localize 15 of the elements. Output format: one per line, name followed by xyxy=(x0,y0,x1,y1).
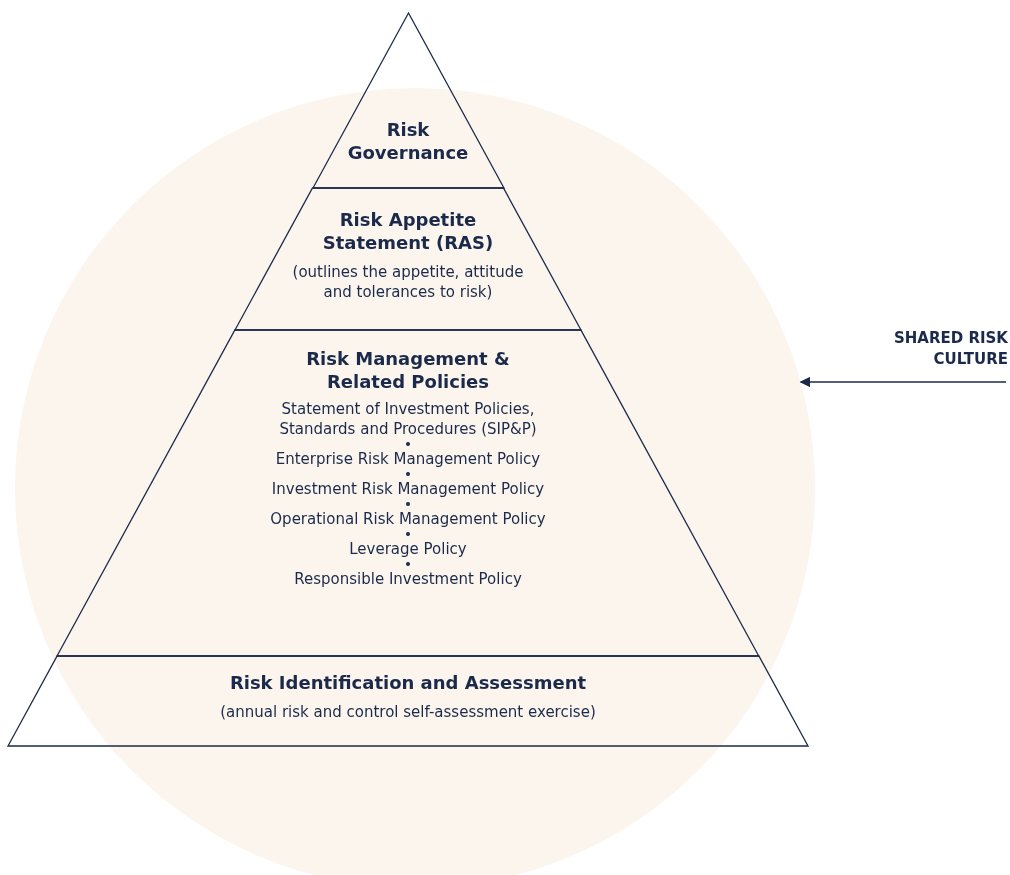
tier-heading: Risk Management & Related Policies xyxy=(305,347,511,393)
tier-description: (annual risk and control self-assessment exercise) xyxy=(220,702,596,722)
tier-heading: Risk Appetite Statement (RAS) xyxy=(321,208,495,254)
tier-description: Operational Risk Management Policy xyxy=(270,509,546,529)
tier-heading: Risk Identification and Assessment xyxy=(229,671,587,694)
side-label: SHARED RISK CULTURE xyxy=(893,328,1008,370)
tier-description: Responsible Investment Policy xyxy=(294,569,522,589)
tier-heading: Risk Governance xyxy=(346,118,470,164)
tier-description: Enterprise Risk Management Policy xyxy=(275,449,541,469)
tier-description: (outlines the appetite, attitude and tolerances to risk) xyxy=(291,262,525,302)
arrow xyxy=(799,376,1007,388)
pyramid-tier xyxy=(312,13,504,188)
tier-description: Leverage Policy xyxy=(349,539,467,559)
tier-description: Investment Risk Management Policy xyxy=(271,479,545,499)
tier-description: Statement of Investment Policies, Standards and Procedures (SIP&P) xyxy=(278,399,538,439)
